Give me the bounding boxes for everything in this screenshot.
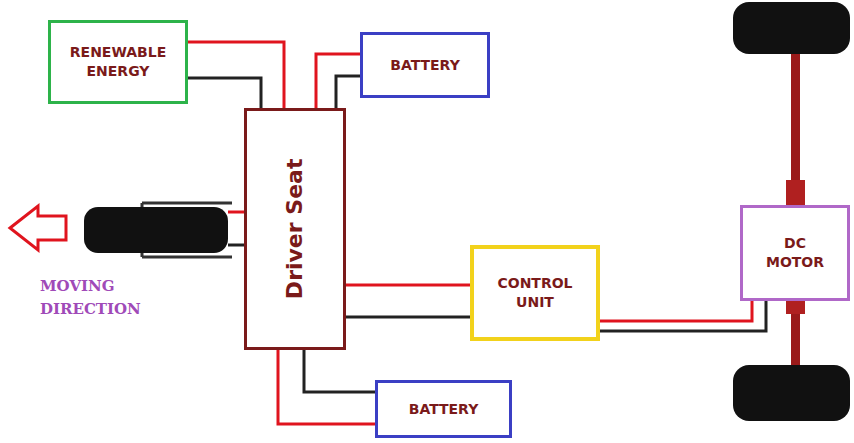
- front-wheel: [84, 207, 228, 253]
- battery-box: BATTERY: [375, 380, 512, 438]
- axle-hub: [786, 300, 805, 314]
- direction-arrow: [10, 206, 66, 250]
- rear-wheel: [733, 365, 850, 421]
- node-text: BATTERY: [390, 56, 460, 75]
- wire-pair: [278, 350, 375, 424]
- wire-pair: [316, 54, 360, 108]
- node-text: Driver Seat: [280, 159, 310, 300]
- node-text: BATTERY: [409, 400, 479, 419]
- wire: [600, 301, 752, 321]
- wire: [188, 42, 284, 108]
- wire: [304, 350, 375, 392]
- motor-box: DC MOTOR: [740, 205, 850, 301]
- wire-pair: [188, 42, 284, 108]
- wire: [278, 350, 375, 424]
- wire: [346, 284, 470, 287]
- node-text: CONTROL UNIT: [480, 274, 590, 312]
- wire: [600, 301, 766, 331]
- direction-label: MOVING DIRECTION: [40, 275, 180, 320]
- node-text: DC MOTOR: [755, 234, 835, 272]
- control-unit-box: CONTROL UNIT: [470, 245, 600, 341]
- wire-pair: [346, 285, 470, 317]
- rear-wheel: [733, 2, 850, 54]
- wire: [188, 78, 261, 108]
- wire: [336, 76, 360, 108]
- node-text: RENEWABLE ENERGY: [56, 43, 180, 81]
- wire: [316, 54, 360, 108]
- driver-seat-box: Driver Seat: [244, 108, 346, 350]
- wire-pair: [600, 301, 766, 331]
- battery-box: BATTERY: [360, 32, 490, 98]
- wire: [346, 316, 470, 319]
- energy-source-box: RENEWABLE ENERGY: [48, 20, 188, 104]
